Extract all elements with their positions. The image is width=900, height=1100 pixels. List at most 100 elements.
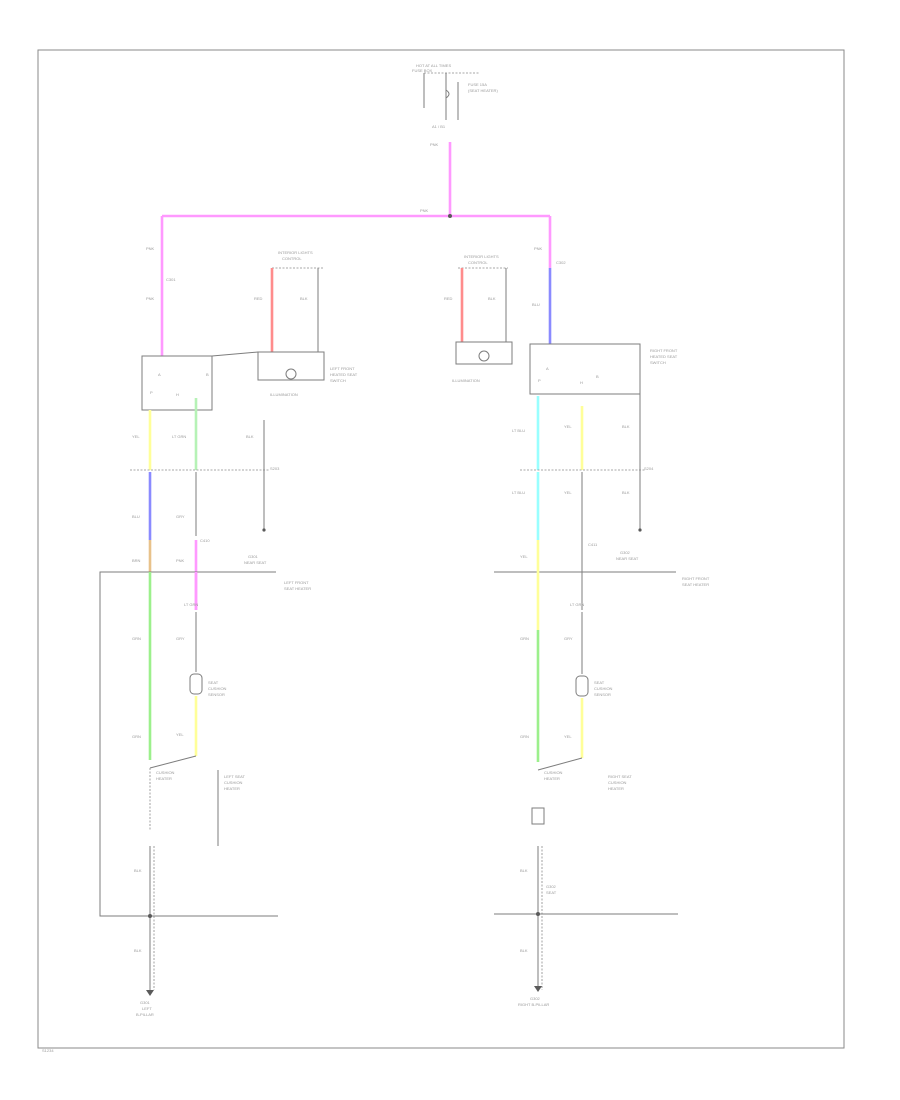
- left-illum-label: ILLUMINATION: [270, 392, 298, 397]
- l-seatback-label: LEFT SEAT: [224, 774, 246, 779]
- left-module-outline: [99, 571, 278, 917]
- l-yel2-label: YEL: [176, 732, 184, 737]
- l-pnk-label: PNK: [176, 558, 185, 563]
- l-ground-top: G301: [248, 554, 259, 559]
- left-blk-label: BLK: [300, 296, 308, 301]
- top-fuse-label-2: (SEAT HEATER): [468, 88, 498, 93]
- r-blk4-label: BLK: [520, 948, 528, 953]
- r-yel-label: YEL: [564, 424, 572, 429]
- l-sensor-label: SEAT: [208, 680, 219, 685]
- l-blk2-label: BLK: [134, 868, 142, 873]
- r-blk-label: BLK: [622, 424, 630, 429]
- right-red-label: RED: [444, 296, 453, 301]
- r-seatback-label2: CUSHION: [608, 780, 627, 785]
- diagram-frame: [37, 49, 845, 1049]
- right-ground-symbol: [534, 986, 542, 992]
- supply-wires: [160, 142, 552, 356]
- r-ground-top: G302: [620, 550, 631, 555]
- r-ground-mid: G302: [546, 884, 557, 889]
- r-blk3-label: BLK: [520, 868, 528, 873]
- l-gnd-label: G301: [140, 1000, 151, 1005]
- right-conn-label: C302: [556, 260, 566, 265]
- left-red-label: RED: [254, 296, 263, 301]
- svg-text:A: A: [158, 372, 161, 377]
- right-switch-title: RIGHT FRONT: [650, 348, 678, 353]
- r-gnd-label: G302: [530, 996, 541, 1001]
- r-yel4-label: YEL: [564, 734, 572, 739]
- l-gry-label: GRY: [176, 514, 185, 519]
- right-middle-block: LT BLU YEL BLK S204 LT BLU YEL C411 BLK …: [512, 394, 654, 561]
- l-yel-label: YEL: [132, 434, 140, 439]
- r-seatback-label3: HEATER: [608, 786, 624, 791]
- svg-text:H: H: [580, 380, 583, 385]
- r-splice-label: S204: [644, 466, 654, 471]
- l-sensor-label3: SENSOR: [208, 692, 225, 697]
- left-sensor: [189, 673, 203, 695]
- right-upper-block: INTERIOR LIGHTS CONTROL RED BLK ILLUMINA…: [444, 246, 678, 395]
- r-ground-mid2: SEAT: [546, 890, 557, 895]
- r-cushion-label2: HEATER: [544, 776, 560, 781]
- right-sensor: [575, 675, 589, 697]
- right-illum-box: [455, 341, 513, 365]
- left-upper-block: PNK C301 PNK INTERIOR LIGHTS CONTROL RED…: [141, 246, 358, 411]
- r-cushion-label: CUSHION: [544, 770, 563, 775]
- right-illum-label: ILLUMINATION: [452, 378, 480, 383]
- splice-dot-top: [448, 214, 452, 218]
- right-switch-title2: HEATED SEAT: [650, 354, 678, 359]
- right-blk-label: BLK: [488, 296, 496, 301]
- left-pnk2-label: PNK: [146, 296, 155, 301]
- r-grn2-label: GRN: [520, 734, 529, 739]
- left-sw2-label: CONTROL: [282, 256, 302, 261]
- left-pnk-label: PNK: [146, 246, 155, 251]
- l-grn2-label: GRN: [132, 734, 141, 739]
- svg-text:B: B: [206, 372, 209, 377]
- svg-text:A: A: [546, 366, 549, 371]
- r-grn-label: GRN: [520, 636, 529, 641]
- right-lower-block: RIGHT FRONT SEAT HEATER YEL LT GRN GRN G…: [494, 540, 710, 1007]
- left-switch-box[interactable]: [141, 355, 213, 411]
- r-gry-label: GRY: [564, 636, 573, 641]
- top-pins-label: A1 / B1: [432, 124, 446, 129]
- l-ltgrn2-label: LT GRN: [184, 602, 198, 607]
- right-switch-title3: SWITCH: [650, 360, 666, 365]
- splice-top-label: PNK: [420, 208, 429, 213]
- svg-text:P: P: [150, 390, 153, 395]
- left-lower-block: LEFT FRONT SEAT HEATER LT GRN GRN GRY SE…: [99, 571, 311, 1017]
- r-ltblu-label: LT BLU: [512, 428, 525, 433]
- l-seatback-label2: CUSHION: [224, 780, 243, 785]
- right-switch-box[interactable]: [529, 343, 641, 395]
- left-sw-label: INTERIOR LIGHTS: [278, 250, 313, 255]
- left-middle-block: YEL LT GRN BLK S203 BLU GRY BRN C410 PNK…: [130, 398, 280, 610]
- svg-text:H: H: [176, 392, 179, 397]
- l-splice-label: S203: [270, 466, 280, 471]
- r-sensor-label3: SENSOR: [594, 692, 611, 697]
- l-gnd-label3: B-PILLAR: [136, 1012, 154, 1017]
- r-yel2-label: YEL: [564, 490, 572, 495]
- left-switch-title2: HEATED SEAT: [330, 372, 358, 377]
- top-fuse-block: HOT AT ALL TIMES FUSE BOX FUSE 15A (SEAT…: [412, 63, 498, 213]
- right-connector-box: [531, 807, 545, 825]
- svg-text:B: B: [596, 374, 599, 379]
- left-conn-label: C301: [166, 277, 176, 282]
- left-illum-box: [257, 351, 325, 381]
- r-ltblu2-label: LT BLU: [512, 490, 525, 495]
- l-ltgrn-label: LT GRN: [172, 434, 186, 439]
- r-sensor-label2: CUSHION: [594, 686, 613, 691]
- r-seatback-label: RIGHT SEAT: [608, 774, 632, 779]
- r-sensor-label: SEAT: [594, 680, 605, 685]
- top-module-label: HOT AT ALL TIMES: [416, 63, 451, 68]
- l-brn-label: BRN: [132, 558, 141, 563]
- r-ltgrn-label: LT GRN: [570, 602, 584, 607]
- footer-code: S1234: [42, 1048, 54, 1053]
- l-conn2-label: C410: [200, 538, 210, 543]
- l-gry2-label: GRY: [176, 636, 185, 641]
- right-pnk-label: PNK: [534, 246, 543, 251]
- l-module-label: LEFT FRONT: [284, 580, 309, 585]
- r-blk2-label: BLK: [622, 490, 630, 495]
- l-sensor-label2: CUSHION: [208, 686, 227, 691]
- left-switch-title3: SWITCH: [330, 378, 346, 383]
- r-gnd-label2: RIGHT B-PILLAR: [518, 1002, 549, 1007]
- l-cushion-label2: HEATER: [156, 776, 172, 781]
- pnk-top-label: PNK: [430, 142, 439, 147]
- right-sw-label: INTERIOR LIGHTS: [464, 254, 499, 259]
